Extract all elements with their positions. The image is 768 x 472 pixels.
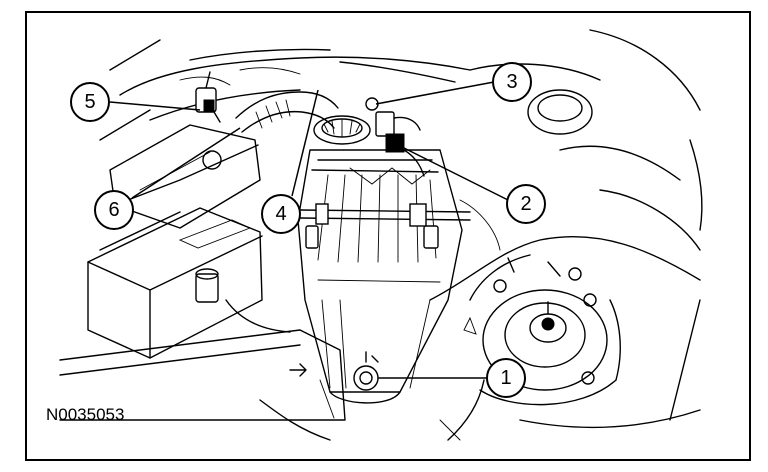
leader-lines bbox=[109, 81, 509, 379]
callout-2-label: 2 bbox=[520, 193, 531, 215]
callout-4-label: 4 bbox=[275, 203, 286, 225]
callout-1-label: 1 bbox=[500, 367, 511, 389]
callout-3-label: 3 bbox=[506, 71, 517, 93]
leader-5 bbox=[109, 101, 201, 111]
callout-6: 6 bbox=[94, 190, 134, 230]
leader-3 bbox=[375, 81, 495, 105]
callout-1: 1 bbox=[486, 358, 526, 398]
callout-5: 5 bbox=[70, 82, 110, 122]
figure-id: N0035053 bbox=[46, 405, 124, 424]
callout-2: 2 bbox=[506, 184, 546, 224]
leader-6 bbox=[131, 127, 241, 199]
leader-4 bbox=[291, 89, 319, 197]
leader-2 bbox=[403, 147, 509, 201]
engine-line-art bbox=[59, 29, 703, 441]
callout-3: 3 bbox=[492, 62, 532, 102]
callout-4: 4 bbox=[261, 194, 301, 234]
diagram-frame bbox=[25, 11, 751, 461]
callout-5-label: 5 bbox=[84, 91, 95, 113]
callout-6-label: 6 bbox=[108, 199, 119, 221]
